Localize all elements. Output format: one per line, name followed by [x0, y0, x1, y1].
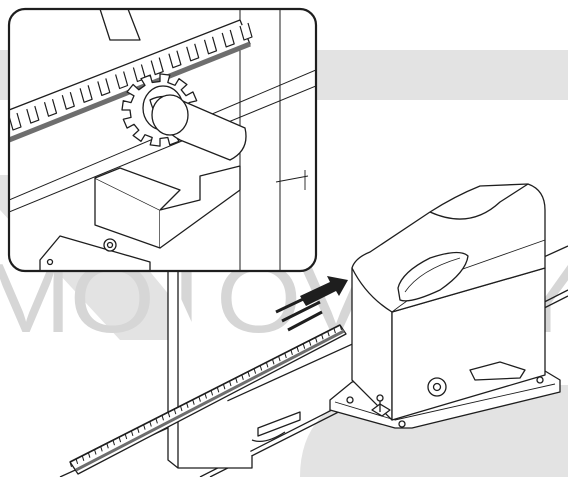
release-lever — [469, 361, 526, 381]
release-key — [427, 377, 447, 397]
rack-tooth — [106, 443, 109, 449]
rack-tooth — [69, 461, 72, 468]
rack-tooth — [124, 433, 128, 440]
rack-tooth — [302, 343, 306, 349]
inset-rack-tooth — [97, 78, 111, 96]
rack-tooth — [198, 396, 201, 402]
rack-tooth — [112, 440, 115, 446]
rack-tooth — [210, 390, 214, 396]
rack-tooth — [94, 449, 97, 455]
inset-rack-tooth — [9, 112, 22, 131]
rack-tooth — [216, 387, 220, 393]
rack-tooth — [161, 415, 164, 421]
gate-post — [167, 270, 301, 469]
rack-tooth — [235, 377, 238, 384]
screw-icon — [371, 394, 391, 417]
inset-rack-tooth — [43, 99, 58, 117]
rack-tooth — [100, 446, 103, 452]
rack-tooth — [173, 408, 177, 415]
rack-tooth — [87, 452, 91, 458]
rack-tooth — [284, 352, 287, 359]
inset-rack-tooth — [79, 85, 93, 103]
inset-rack-tooth — [168, 50, 182, 69]
rack-tooth — [339, 324, 342, 331]
rack-tooth — [186, 402, 189, 408]
rack-tooth — [118, 436, 122, 443]
rack-tooth — [315, 337, 318, 343]
rack-teeth — [69, 324, 342, 468]
rack-tooth — [308, 340, 312, 346]
inset-rack-teeth — [9, 22, 253, 131]
motor-lens — [397, 251, 469, 302]
rack-tooth — [290, 349, 293, 356]
rack-tooth — [204, 393, 207, 399]
rack-tooth — [229, 380, 232, 387]
push-arrow — [275, 276, 348, 332]
rack-tooth — [155, 418, 158, 424]
inset-rack-tooth — [61, 92, 75, 110]
rack-tooth — [167, 412, 171, 418]
rack-tooth — [278, 355, 281, 362]
rack-tooth — [180, 405, 183, 412]
rack-tooth — [130, 430, 134, 437]
rack-tooth — [247, 371, 250, 377]
gear-rack — [69, 324, 347, 475]
rack-tooth — [327, 331, 330, 337]
rack-tooth — [137, 427, 140, 433]
rack-tooth — [253, 368, 257, 374]
inset-rack-tooth — [239, 22, 253, 41]
inset-rack-tooth — [203, 36, 218, 55]
inset-rack-tooth — [26, 105, 40, 124]
rack-tooth — [149, 421, 152, 427]
inset-rack-tooth — [150, 57, 164, 76]
detail-inset — [7, 7, 318, 273]
inset-frame — [7, 7, 318, 273]
rack-tooth — [192, 399, 195, 405]
rack-tooth — [265, 362, 269, 368]
rack-tooth — [222, 384, 226, 390]
rack-tooth — [296, 346, 299, 352]
rack-tooth — [259, 365, 263, 371]
rack-tooth — [321, 334, 324, 340]
rack-tooth — [143, 424, 146, 430]
rack-tooth — [241, 374, 244, 380]
rack-tooth — [81, 455, 85, 461]
triple-line-arrow-icon — [300, 276, 348, 306]
main-scene — [59, 183, 568, 477]
rack-tooth — [333, 327, 336, 334]
inset-rack-tooth — [221, 29, 235, 48]
inset-rack-tooth — [186, 43, 200, 62]
inset-rack-tooth — [115, 71, 129, 90]
gate-motor — [329, 183, 561, 429]
rack-tooth — [75, 458, 79, 465]
rack-tooth — [272, 359, 275, 365]
